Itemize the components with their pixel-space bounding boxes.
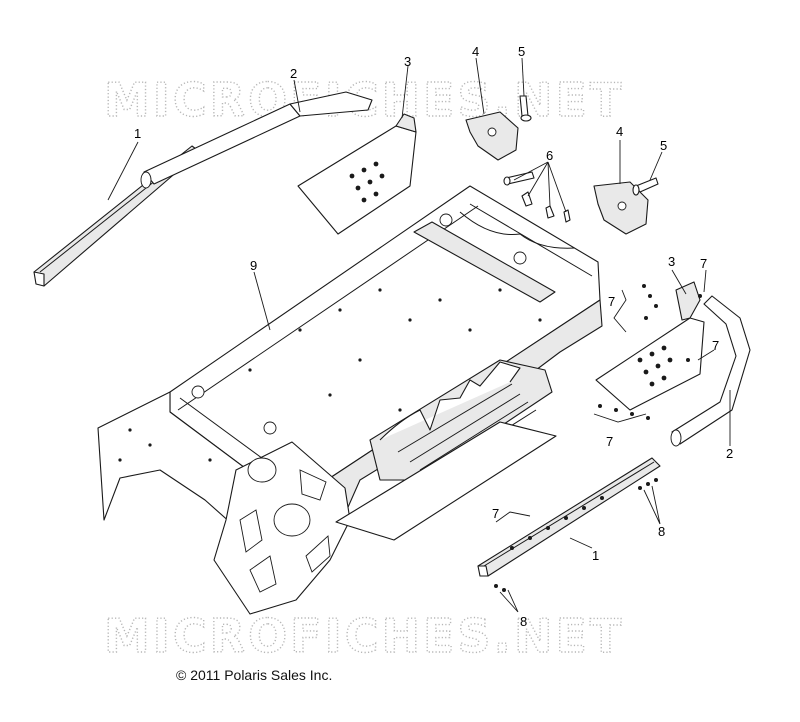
screw-set-icon xyxy=(503,171,571,223)
callout-footrest-left: 3 xyxy=(404,54,411,69)
callout-bracket-right: 4 xyxy=(616,124,623,139)
bumper-tube-icon-right xyxy=(670,295,751,447)
callout-rivet-right-side: 7 xyxy=(712,338,719,353)
footrest-plate-icon-left xyxy=(297,113,417,235)
heat-exchanger-icon xyxy=(335,359,557,541)
callout-bolt-right: 5 xyxy=(660,138,667,153)
watermark-bottom: MICROFICHES.NET xyxy=(104,609,624,663)
footrest-plate-icon-right xyxy=(595,281,705,411)
callout-rivet-footrest-side: 7 xyxy=(608,294,615,309)
tunnel-chassis-icon xyxy=(97,185,603,557)
callout-tunnel: 9 xyxy=(250,258,257,273)
callout-rivet-rail: 7 xyxy=(492,506,499,521)
callout-rail-right: 1 xyxy=(592,548,599,563)
callout-screw-group: 6 xyxy=(546,148,553,163)
callout-bumper-right: 2 xyxy=(726,446,733,461)
callout-bolt-left: 5 xyxy=(518,44,525,59)
running-board-rail-icon-right xyxy=(477,457,661,577)
callout-rivet-footrest-lower: 7 xyxy=(606,434,613,449)
mounting-bracket-icon-left xyxy=(465,111,519,161)
callout-bracket-left: 4 xyxy=(472,44,479,59)
bumper-tube-icon-left xyxy=(140,91,373,189)
front-plate-icon xyxy=(213,441,351,615)
callout-footrest-right: 3 xyxy=(668,254,675,269)
callout-bumper-left: 2 xyxy=(290,66,297,81)
callout-rail-left: 1 xyxy=(134,126,141,141)
copyright-notice: © 2011 Polaris Sales Inc. xyxy=(176,667,333,683)
callout-rivet-footrest-upper: 7 xyxy=(700,256,707,271)
leader-lines xyxy=(107,57,731,613)
bolt-icon-right xyxy=(632,177,659,196)
callout-fastener-lower: 8 xyxy=(520,614,527,629)
callout-fastener-right: 8 xyxy=(658,524,665,539)
rivet-icon-group xyxy=(494,284,702,592)
